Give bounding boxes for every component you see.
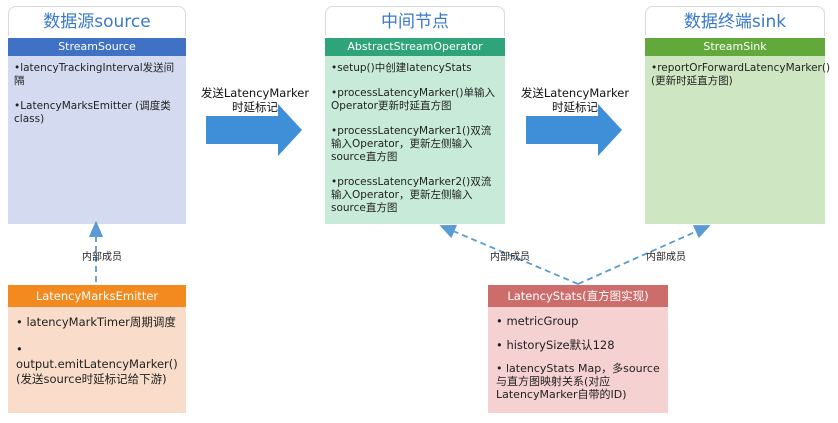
stats-item-history-size: • historySize默认128: [496, 338, 615, 352]
sink-title: 数据终端sink: [645, 6, 825, 36]
left-arrow-label: 发送LatencyMarker时延标记: [200, 86, 310, 114]
inner-member-label-middle: 内部成员: [490, 252, 530, 263]
sink-body: •reportOrForwardLatencyMarker()(更新时延直方图): [645, 56, 831, 224]
source-item-emitter: •LatencyMarksEmitter (调度类class): [14, 100, 171, 125]
inner-member-label-left: 内部成员: [82, 252, 122, 263]
emitter-box: LatencyMarksEmitter • latencyMarkTimer周期…: [8, 285, 186, 413]
operator-title: 中间节点: [325, 6, 505, 36]
stats-body: • metricGroup • historySize默认128 • laten…: [488, 307, 668, 413]
stats-item-metric-group: • metricGroup: [496, 314, 579, 328]
operator-item-setup: •setup()中创建latencyStats: [331, 62, 472, 74]
operator-item-process: •processLatencyMarker()单输入Operator更新时延直方…: [331, 87, 496, 112]
operator-item-process2: •processLatencyMarker2()双流输入Operator，更新左…: [331, 176, 492, 214]
source-body: •latencyTrackingInterval发送间隔 •LatencyMar…: [8, 56, 186, 224]
stats-item-latency-map: • latencyStats Map，多source与直方图映射关系(对应Lat…: [496, 362, 660, 401]
sink-header: StreamSink: [645, 38, 825, 56]
stats-header: LatencyStats(直方图实现): [488, 285, 668, 307]
stats-to-operator-dashed: [439, 224, 579, 285]
source-title: 数据源source: [8, 6, 186, 36]
operator-body: •setup()中创建latencyStats •processLatencyM…: [325, 56, 505, 224]
inner-member-label-right: 内部成员: [646, 252, 686, 263]
right-arrow-label: 发送LatencyMarker时延标记: [520, 86, 630, 114]
emitter-body: • latencyMarkTimer周期调度 • output.emitLate…: [8, 307, 186, 413]
source-header: StreamSource: [8, 38, 186, 56]
sink-box: StreamSink •reportOrForwardLatencyMarker…: [645, 38, 831, 224]
source-item-interval: •latencyTrackingInterval发送间隔: [14, 62, 175, 87]
left-flow-arrow: [206, 104, 302, 156]
sink-item-report: •reportOrForwardLatencyMarker()(更新时延直方图): [651, 62, 831, 87]
operator-header: AbstractStreamOperator: [325, 38, 505, 56]
operator-item-process1: •processLatencyMarker1()双流输入Operator，更新左…: [331, 125, 492, 163]
operator-box: AbstractStreamOperator •setup()中创建latenc…: [325, 38, 505, 224]
stats-to-sink-dashed: [577, 225, 711, 285]
emitter-header: LatencyMarksEmitter: [8, 285, 186, 307]
right-flow-arrow: [526, 104, 622, 156]
stats-box: LatencyStats(直方图实现) • metricGroup • hist…: [488, 285, 668, 413]
source-box: StreamSource •latencyTrackingInterval发送间…: [8, 38, 186, 224]
emitter-item-timer: • latencyMarkTimer周期调度: [16, 315, 176, 329]
emitter-item-emit: • output.emitLatencyMarker()(发送source时延标…: [16, 342, 178, 386]
